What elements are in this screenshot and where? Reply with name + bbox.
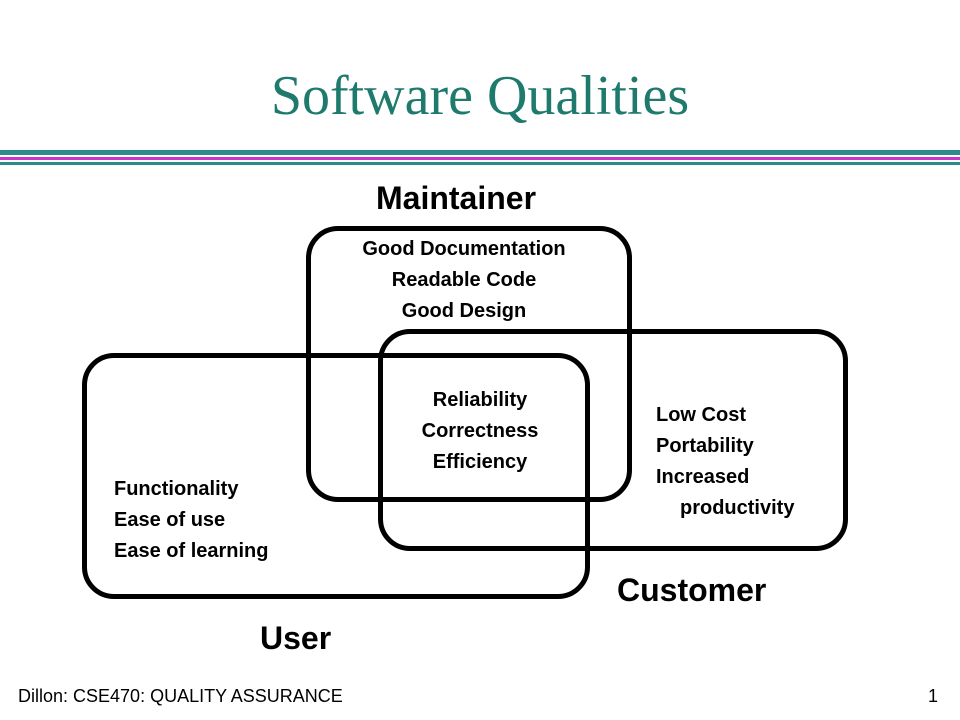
shared-quality-item: Reliability xyxy=(432,389,528,411)
customer-qualities: Low Cost Portability Increased productiv… xyxy=(656,400,794,524)
footer-course-label: Dillon: CSE470: QUALITY ASSURANCE xyxy=(18,686,343,706)
customer-quality-item: Increased xyxy=(656,466,750,488)
customer-quality-item: productivity xyxy=(680,497,795,519)
title-rule-teal-top xyxy=(0,150,960,155)
title-rule-teal-bottom xyxy=(0,162,960,165)
shared-quality-item: Efficiency xyxy=(432,451,528,473)
customer-quality-item: Portability xyxy=(656,435,754,457)
maintainer-quality-item: Good Documentation xyxy=(362,238,566,260)
user-qualities: Functionality Ease of use Ease of learni… xyxy=(114,474,269,567)
maintainer-quality-item: Good Design xyxy=(401,300,527,322)
maintainer-box xyxy=(306,226,632,502)
slide-number: 1 xyxy=(927,686,938,706)
customer-quality-item: Low Cost xyxy=(656,404,746,426)
user-quality-item: Ease of learning xyxy=(114,540,269,562)
user-label: User xyxy=(260,620,332,656)
title-rule-magenta xyxy=(0,157,960,160)
user-box xyxy=(82,353,590,599)
slide-title: Software Qualities xyxy=(270,65,690,127)
user-quality-item: Ease of use xyxy=(114,509,226,531)
maintainer-label: Maintainer xyxy=(376,180,537,216)
maintainer-quality-item: Readable Code xyxy=(391,269,537,291)
shared-qualities: Reliability Correctness Efficiency xyxy=(380,385,580,478)
user-quality-item: Functionality xyxy=(114,478,239,500)
customer-label: Customer xyxy=(617,572,767,608)
shared-quality-item: Correctness xyxy=(421,420,539,442)
customer-box xyxy=(378,329,848,551)
maintainer-qualities: Good Documentation Readable Code Good De… xyxy=(318,234,610,327)
